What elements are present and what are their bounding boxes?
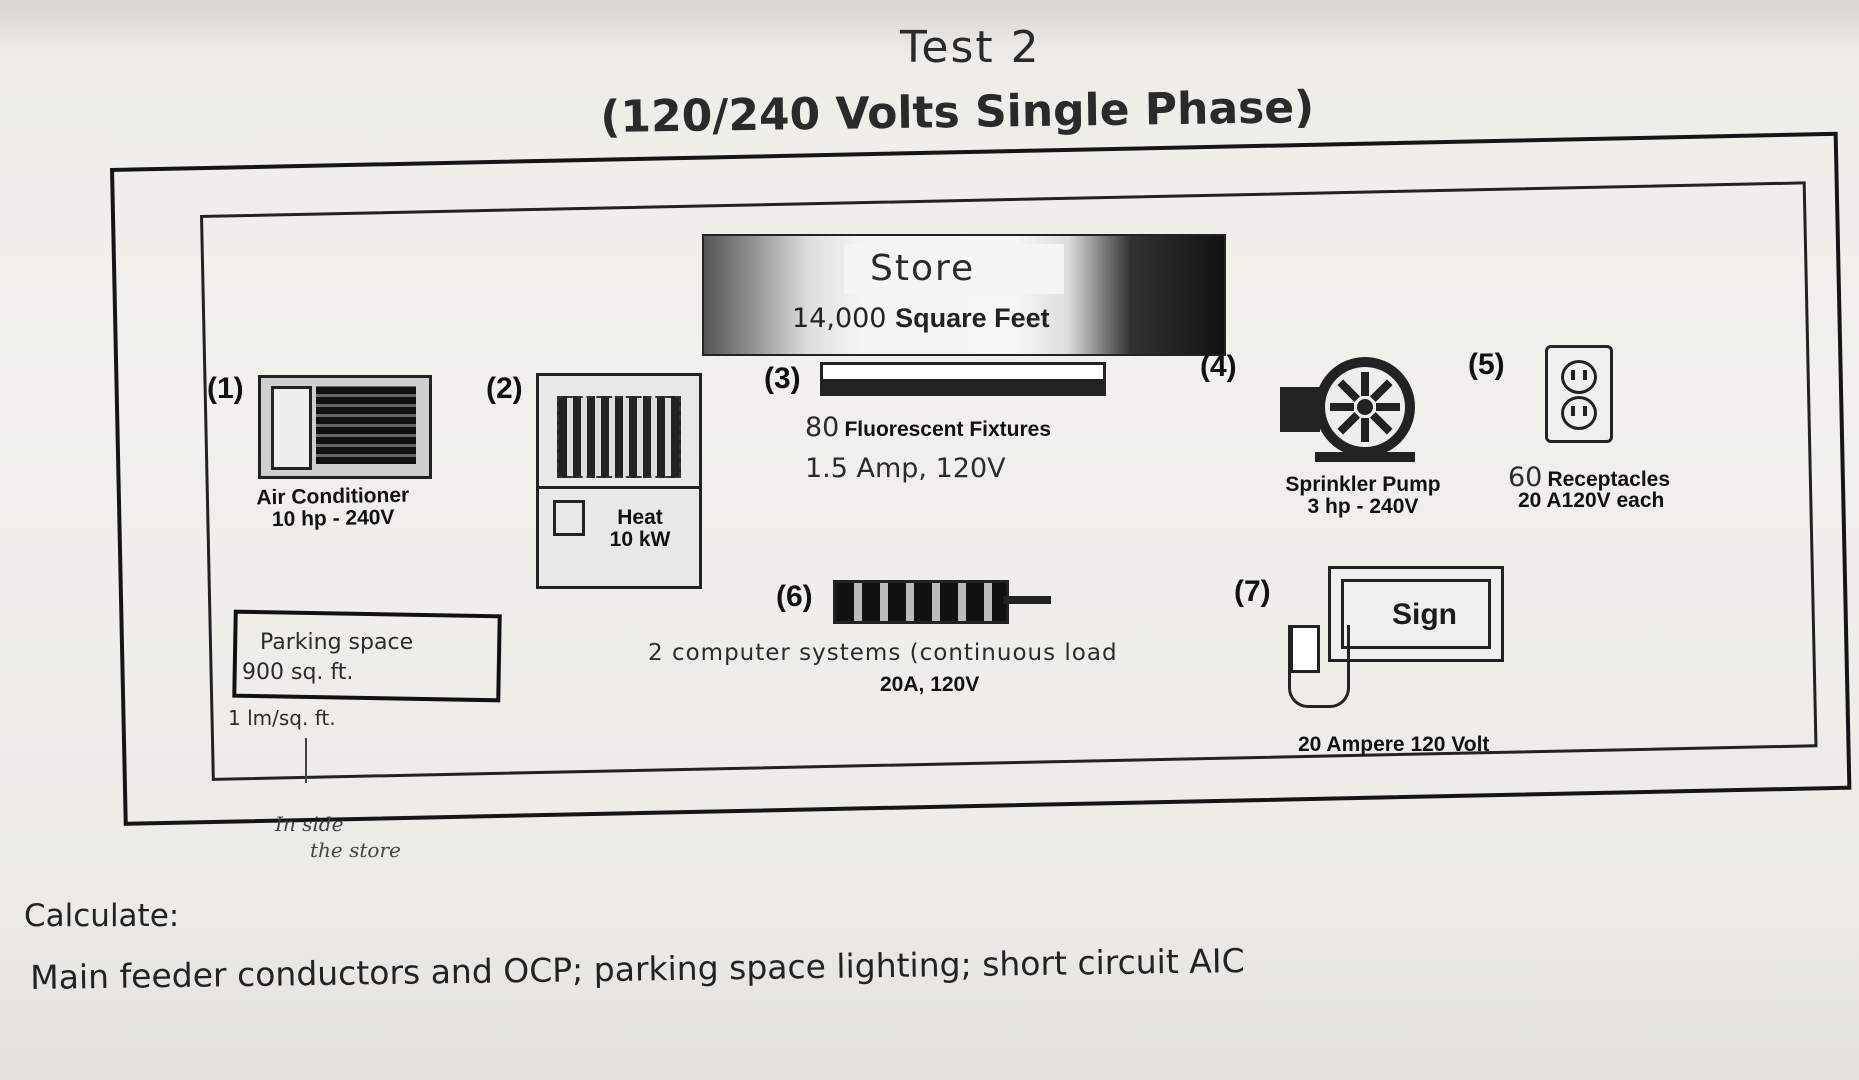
item-4-line2: 3 hp - 240V [1307, 495, 1419, 518]
item-3-label-line1: 80 Fluorescent Fixtures [805, 412, 1051, 443]
store-banner [702, 234, 1226, 356]
power-strip-icon [833, 580, 1009, 624]
item-3-count: 80 [805, 412, 840, 443]
receptacle-icon [1545, 345, 1613, 443]
item-3-number: (3) [764, 362, 801, 395]
item-3-rating: 1.5 Amp, 120V [805, 453, 1006, 484]
item-2-line1: Heat [617, 506, 663, 529]
item-7-number: (7) [1234, 575, 1271, 608]
item-1-line1: Air Conditioner [256, 483, 410, 510]
sign-cord [1288, 625, 1350, 708]
item-5-desc: Receptacles [1547, 468, 1671, 491]
item-7-rating: 20 Ampere 120 Volt [1298, 733, 1490, 756]
parking-box [232, 609, 502, 703]
page-title: Test 2 [900, 22, 1041, 73]
item-2-number: (2) [486, 372, 523, 405]
calculate-instructions: Main feeder conductors and OCP; parking … [30, 941, 1245, 997]
store-area-unit: Square Feet [895, 303, 1050, 333]
item-5-count: 60 [1508, 462, 1543, 493]
item-3-desc: Fluorescent Fixtures [844, 418, 1052, 441]
item-6-rating: 20A, 120V [880, 673, 980, 696]
parking-label: Parking space [260, 630, 414, 655]
item-1-line2: 10 hp - 240V [271, 505, 395, 532]
heater-icon [536, 373, 702, 589]
item-6-desc: 2 computer systems (continuous load [648, 640, 1118, 666]
sign-icon [1328, 566, 1504, 662]
power-strip-cord [1003, 596, 1051, 604]
item-4-label: Sprinkler Pump 3 hp - 240V [1258, 474, 1468, 518]
page-subtitle: (120/240 Volts Single Phase) [600, 82, 1315, 143]
parking-area: 900 sq. ft. [242, 660, 354, 685]
handwritten-pointer-line [305, 738, 307, 783]
fluorescent-fixture-icon [820, 362, 1106, 396]
air-conditioner-icon [258, 375, 432, 479]
item-1-label: Air Conditioner 10 hp - 240V [228, 484, 439, 532]
item-4-number: (4) [1200, 350, 1237, 383]
item-2-line2: 10 kW [609, 528, 671, 551]
item-5-number: (5) [1468, 348, 1505, 381]
handwritten-note-line2: the store [310, 838, 401, 862]
item-2-label: Heat 10 kW [590, 507, 690, 551]
parking-lighting-note: 1 lm/sq. ft. [228, 706, 336, 730]
handwritten-note-line1: In side [275, 812, 344, 836]
item-6-number: (6) [776, 580, 813, 613]
item-5-rating: 20 A120V each [1518, 489, 1665, 512]
pump-icon [1280, 357, 1415, 462]
store-area: 14,000 Square Feet [792, 303, 1050, 334]
store-area-number: 14,000 [792, 303, 887, 334]
item-4-line1: Sprinkler Pump [1285, 473, 1441, 496]
item-1-number: (1) [207, 372, 244, 405]
store-name: Store [870, 248, 976, 289]
sign-text: Sign [1392, 598, 1457, 631]
calculate-label: Calculate: [24, 898, 180, 934]
item-5-label-line1: 60 Receptacles [1508, 462, 1670, 493]
